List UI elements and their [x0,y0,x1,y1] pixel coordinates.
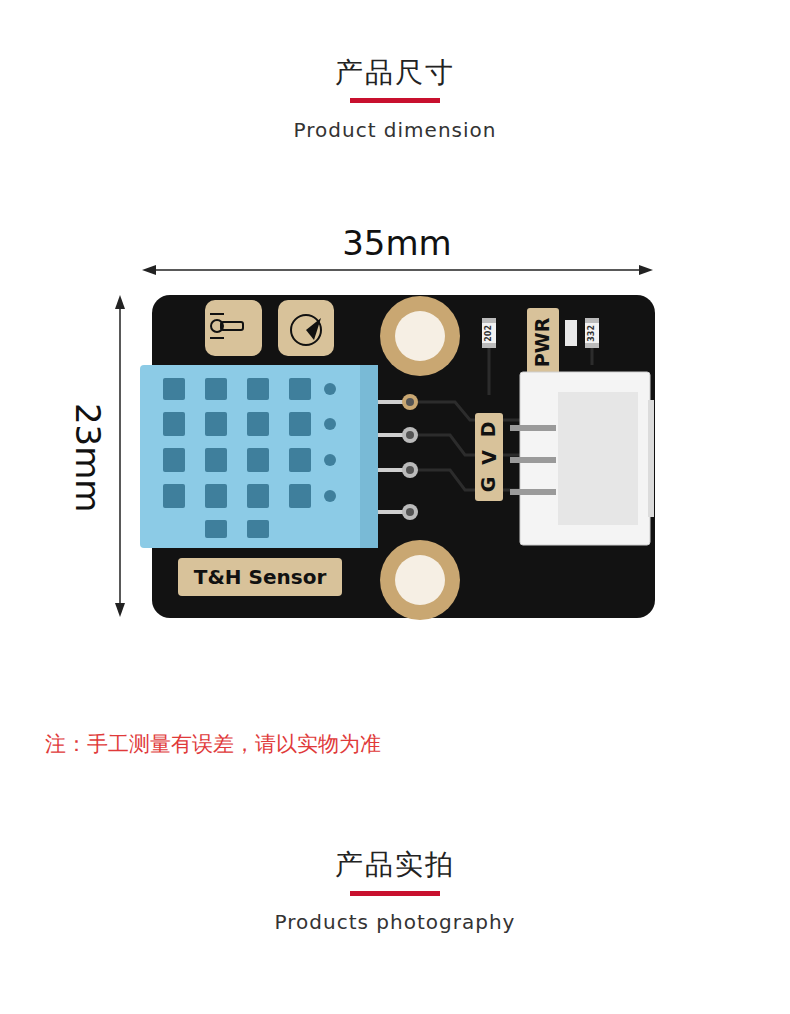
heading-bar [350,891,440,896]
pin-label: D [479,421,500,437]
section-heading: 产品尺寸 [335,58,455,89]
height-dimension [115,295,125,617]
pin-label: V [479,450,500,465]
power-led-label: PWR [533,317,554,367]
label-pad [178,558,342,596]
height-dimension-text: 23mm [69,403,106,513]
heading-bar [350,98,440,103]
mounting-hole [380,296,460,620]
measurement-note: 注：手工测量有误差，请以实物为准 [45,733,381,756]
width-dimension-text: 35mm [342,225,452,262]
section-subheading: Products photography [275,911,516,933]
dht-sensor [140,365,378,548]
label-pad [527,308,559,376]
resistor-code: 202 [485,325,494,342]
section-heading: 产品实拍 [335,850,455,881]
resistor-code: 332 [588,325,597,342]
section-subheading: Product dimension [294,119,497,141]
width-dimension [142,265,653,275]
label-pad [475,413,503,501]
board-name: T&H Sensor [194,566,327,588]
icon-pads [205,300,334,356]
pin-label: G [479,476,500,492]
jst-connector [510,372,654,545]
